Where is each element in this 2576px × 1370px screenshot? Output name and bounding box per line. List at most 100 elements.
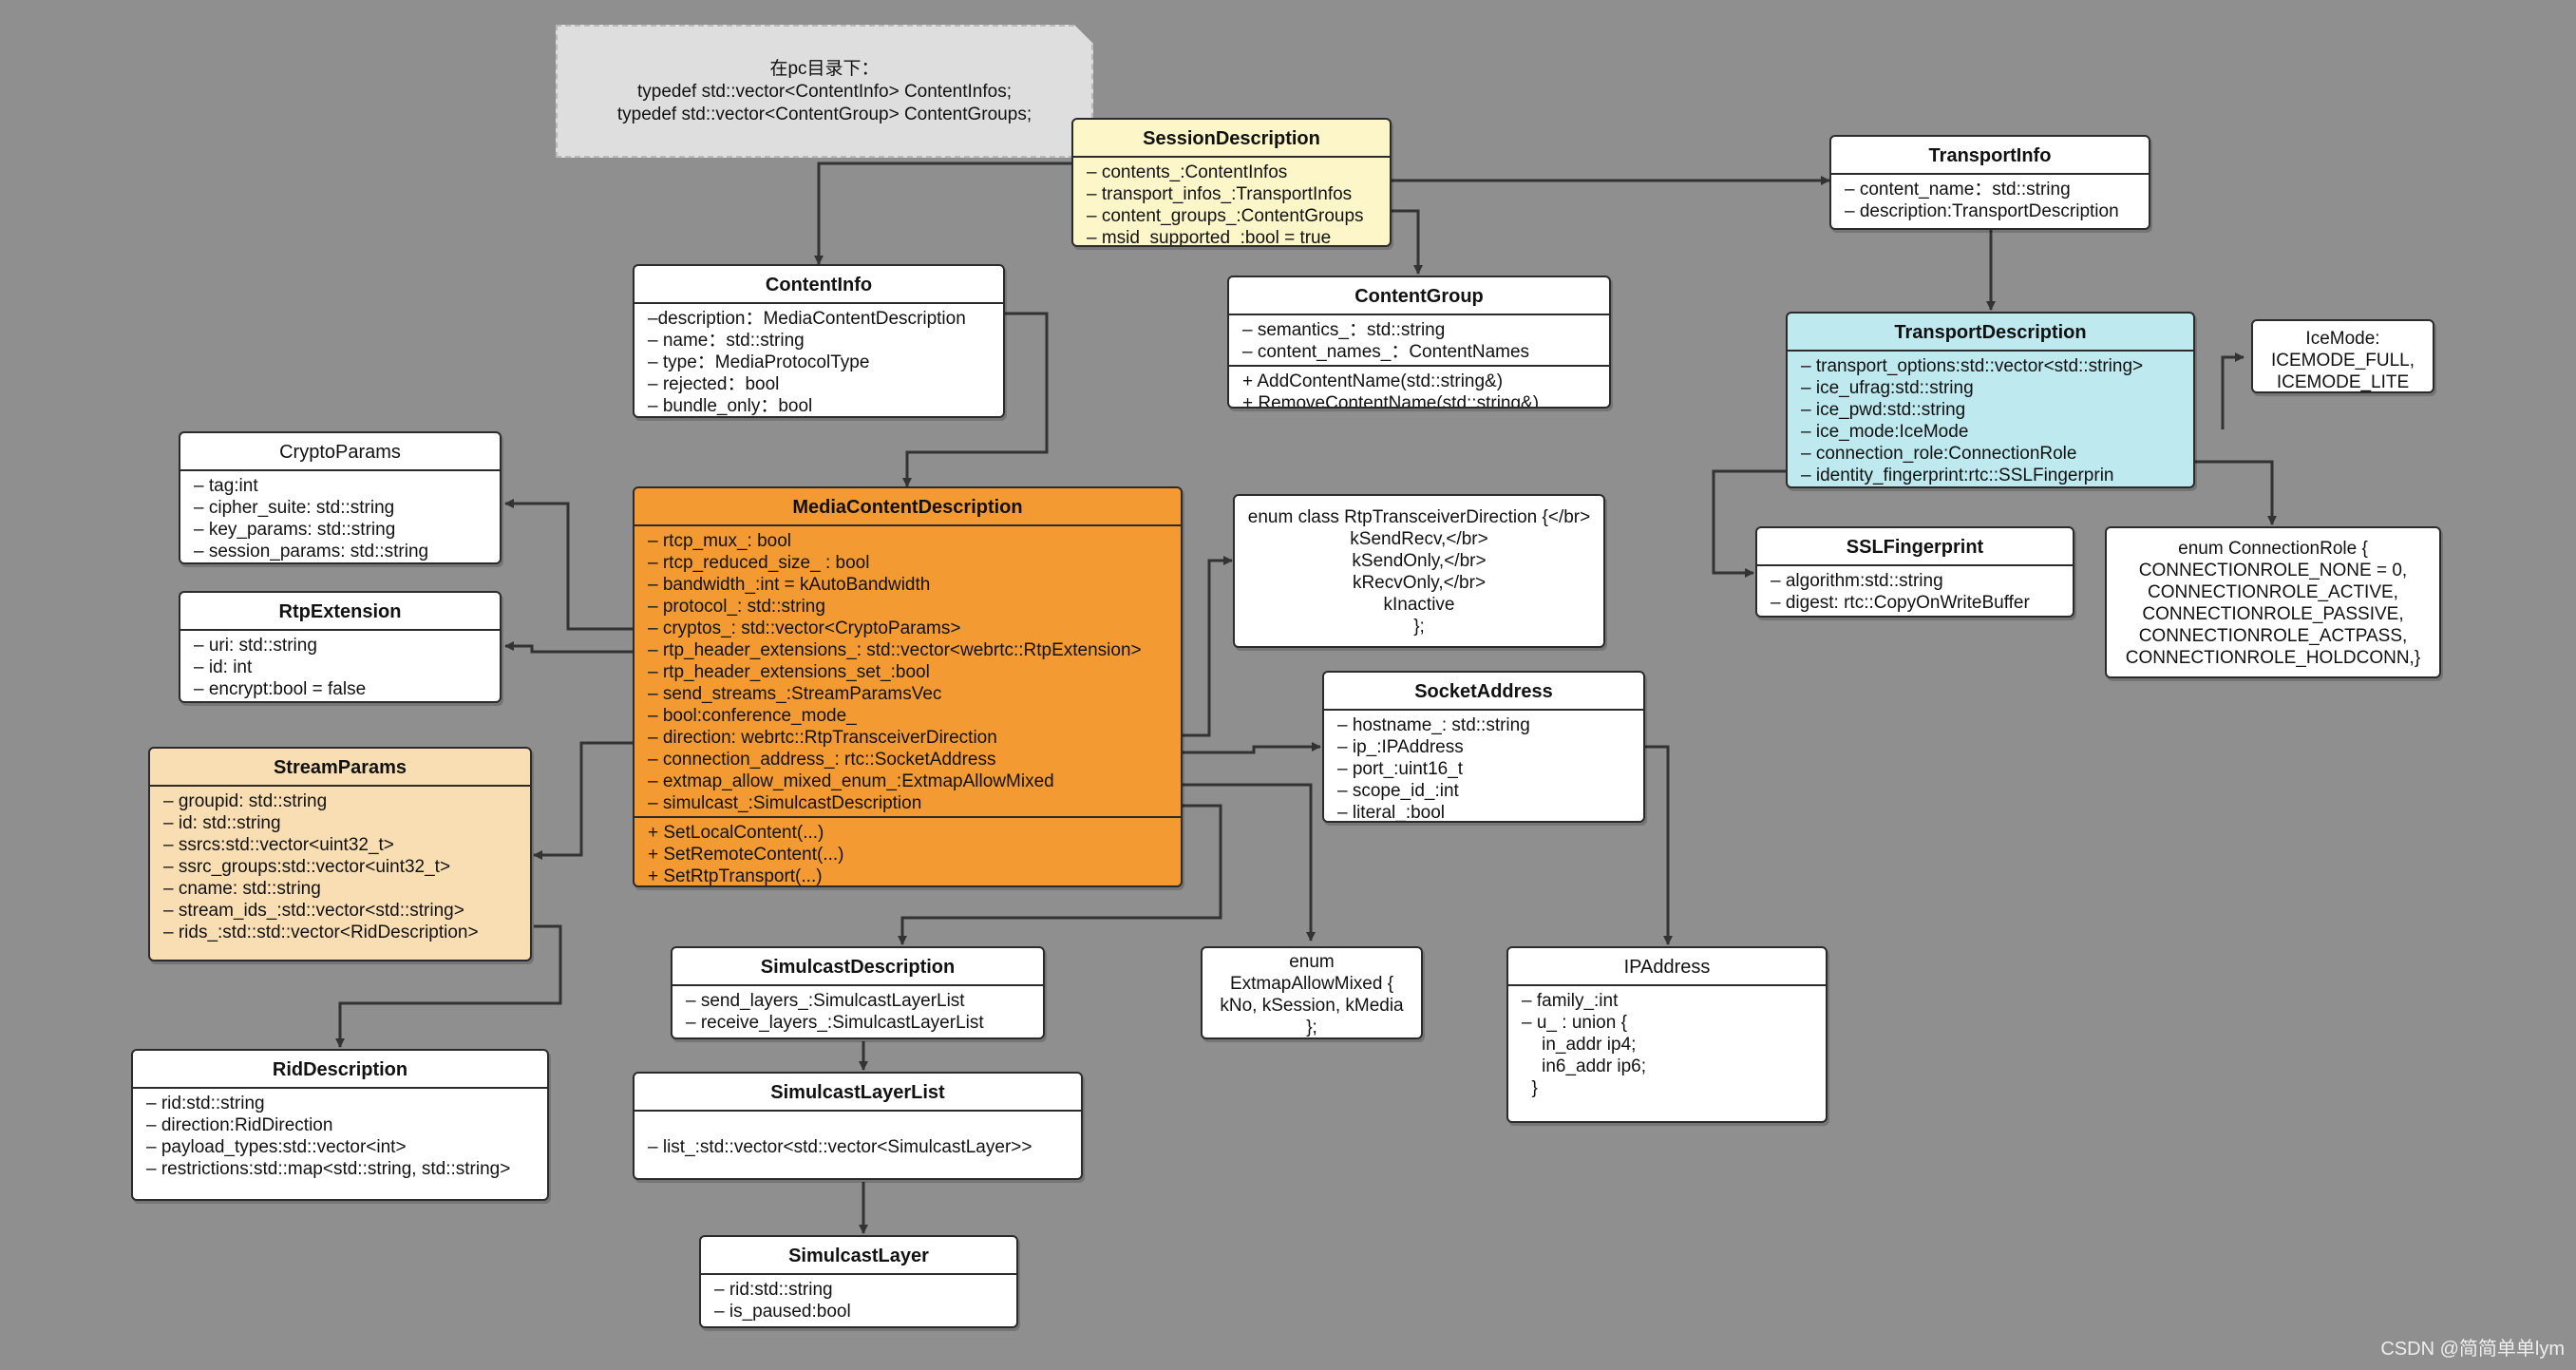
attribute: – contents_:ContentInfos	[1087, 162, 1288, 182]
attribute: – ip_:IPAddress	[1337, 737, 1464, 757]
attribute: – identity_fingerprint:rtc::SSLFingerpri…	[1801, 466, 2114, 485]
attribute: – extmap_allow_mixed_enum_:ExtmapAllowMi…	[648, 771, 1054, 791]
attributes-section: – rid:std::string – direction:RidDirecti…	[133, 1087, 547, 1182]
attribute: – cryptos_: std::vector<CryptoParams>	[648, 618, 961, 638]
attribute: – port_:uint16_t	[1337, 759, 1464, 779]
class-title: StreamParams	[273, 757, 407, 778]
class-rid-description: RidDescription – rid:std::string – direc…	[131, 1049, 549, 1201]
attributes-section: – tag:int – cipher_suite: std::string – …	[180, 469, 500, 562]
attribute: – algorithm:std::string	[1771, 571, 1943, 591]
attributes-section: –description：MediaContentDescription – n…	[635, 302, 1003, 416]
attribute: – hostname_: std::string	[1337, 715, 1530, 735]
note-line: typedef std::vector<ContentInfo> Content…	[637, 82, 1012, 102]
enum-connection-role: enum ConnectionRole { CONNECTIONROLE_NON…	[2105, 526, 2441, 678]
connector-session-contentgroup	[1390, 209, 1423, 275]
enum-line: kRecvOnly,</br>	[1352, 573, 1487, 593]
class-crypto-params: CryptoParams – tag:int – cipher_suite: s…	[179, 431, 502, 564]
class-title: IPAddress	[1623, 957, 1711, 978]
attribute: – transport_infos_:TransportInfos	[1087, 184, 1353, 204]
attributes-section: – contents_:ContentInfos – transport_inf…	[1073, 156, 1390, 245]
connector-contentinfo-media	[902, 312, 1049, 487]
enum-line: };	[1413, 617, 1425, 637]
class-content-info: ContentInfo –description：MediaContentDes…	[633, 264, 1005, 418]
class-title: SimulcastLayerList	[770, 1082, 945, 1103]
attribute: – description:TransportDescription	[1845, 201, 2119, 221]
attribute: – direction:RidDirection	[146, 1115, 333, 1135]
class-title: CryptoParams	[279, 442, 401, 463]
class-simulcast-layer: SimulcastLayer – rid:std::string – is_pa…	[699, 1235, 1018, 1328]
attribute: – session_params: std::string	[194, 542, 429, 561]
attribute: – u_ : union {	[1522, 1013, 1627, 1033]
class-media-content-description: MediaContentDescription – rtcp_mux_: boo…	[633, 486, 1183, 887]
attributes-section: – family_:int – u_ : union { in_addr ip4…	[1508, 984, 1826, 1101]
attribute: – send_layers_:SimulcastLayerList	[686, 991, 965, 1011]
class-title: SSLFingerprint	[1846, 537, 1984, 558]
attribute: – key_params: std::string	[194, 520, 396, 540]
attributes-section: – transport_options:std::vector<std::str…	[1788, 350, 2193, 486]
class-title: RidDescription	[272, 1059, 408, 1080]
enum-line: kSendRecv,</br>	[1350, 529, 1488, 549]
enum-line: ICEMODE_LITE	[2276, 372, 2410, 392]
connector-media-cryptoparams	[504, 499, 635, 631]
attributes-section: – algorithm:std::string – digest: rtc::C…	[1757, 564, 2073, 616]
attribute: – send_streams_:StreamParamsVec	[648, 684, 942, 704]
connector-media-streamparams	[533, 741, 635, 860]
attribute: – stream_ids_:std::vector<std::string>	[163, 901, 464, 921]
enum-extmap-allow-mixed: enum ExtmapAllowMixed { kNo, kSession, k…	[1201, 946, 1423, 1039]
attribute: in_addr ip4;	[1522, 1035, 1637, 1055]
attribute: – ice_pwd:std::string	[1801, 400, 1966, 420]
attribute: – bool:conference_mode_	[648, 706, 857, 726]
attribute: – list_:std::vector<std::vector<Simulcas…	[648, 1137, 1032, 1157]
class-transport-info: TransportInfo – content_name：std::string…	[1829, 135, 2150, 230]
attribute: – name：std::string	[648, 331, 805, 351]
attribute: – cipher_suite: std::string	[194, 498, 395, 518]
attribute: – cname: std::string	[163, 879, 321, 899]
attributes-section: – groupid: std::string – id: std::string…	[150, 785, 530, 945]
methods-section: + SetLocalContent(...) + SetRemoteConten…	[635, 816, 1181, 885]
attribute: – rid:std::string	[714, 1280, 833, 1300]
class-title: RtpExtension	[278, 601, 402, 622]
attribute: – rids_:std::std::vector<RidDescription>	[163, 923, 479, 942]
enum-line: CONNECTIONROLE_ACTPASS,	[2138, 626, 2408, 646]
connector-socketaddress-ipaddress	[1643, 745, 1673, 945]
attribute: – bandwidth_:int = kAutoBandwidth	[648, 575, 931, 595]
class-ip-address: IPAddress – family_:int – u_ : union { i…	[1506, 946, 1828, 1123]
class-title: SocketAddress	[1414, 681, 1553, 702]
connector-transportdesc-connectionrole	[2193, 460, 2277, 525]
enum-line: CONNECTIONROLE_NONE = 0,	[2138, 561, 2408, 580]
connector-media-socketaddress	[1181, 742, 1321, 754]
attribute: – connection_address_: rtc::SocketAddres…	[648, 750, 996, 770]
attributes-section: – content_name：std::string – description…	[1831, 173, 2149, 224]
attribute: – transport_options:std::vector<std::str…	[1801, 356, 2144, 376]
attribute: – content_groups_:ContentGroups	[1087, 206, 1364, 226]
attribute: – content_name：std::string	[1845, 180, 2071, 200]
attribute: – simulcast_:SimulcastDescription	[648, 793, 922, 813]
attribute: – protocol_: std::string	[648, 597, 825, 617]
attribute: – rid:std::string	[146, 1094, 265, 1113]
attribute: – receive_layers_:SimulcastLayerList	[686, 1013, 984, 1033]
method: + AddContentName(std::string&)	[1242, 371, 1504, 391]
class-title: SimulcastLayer	[788, 1246, 929, 1266]
class-simulcast-layer-list: SimulcastLayerList – list_:std::vector<s…	[633, 1072, 1083, 1180]
class-rtp-extension: RtpExtension – uri: std::string – id: in…	[179, 591, 502, 703]
connector-media-rtpdirection	[1181, 556, 1233, 737]
enum-ice-mode: IceMode: ICEMODE_FULL, ICEMODE_LITE	[2251, 319, 2434, 393]
method: + SetRemoteContent(...)	[648, 845, 844, 865]
enum-line: enum	[1289, 952, 1335, 972]
enum-line: };	[1306, 1018, 1317, 1037]
connector-media-rtpextension	[504, 641, 635, 654]
attribute: – literal_:bool	[1337, 803, 1446, 823]
class-transport-description: TransportDescription – transport_options…	[1786, 312, 2195, 488]
methods-section: + AddContentName(std::string&) + RemoveC…	[1229, 365, 1609, 407]
attributes-section: – semantics_：std::string – content_names…	[1229, 314, 1609, 365]
enum-line: enum class RtpTransceiverDirection {</br…	[1247, 507, 1591, 527]
enum-line: ICEMODE_FULL,	[2271, 351, 2415, 371]
watermark: CSDN @简简单单lym	[2380, 1339, 2565, 1360]
class-title: TransportDescription	[1894, 322, 2087, 343]
attribute: – encrypt:bool = false	[194, 679, 367, 699]
attributes-section: – send_layers_:SimulcastLayerList – rece…	[672, 984, 1043, 1036]
attribute: in6_addr ip6;	[1522, 1056, 1646, 1076]
attribute: – type：MediaProtocolType	[648, 352, 870, 372]
enum-line: CONNECTIONROLE_HOLDCONN,}	[2125, 648, 2421, 668]
